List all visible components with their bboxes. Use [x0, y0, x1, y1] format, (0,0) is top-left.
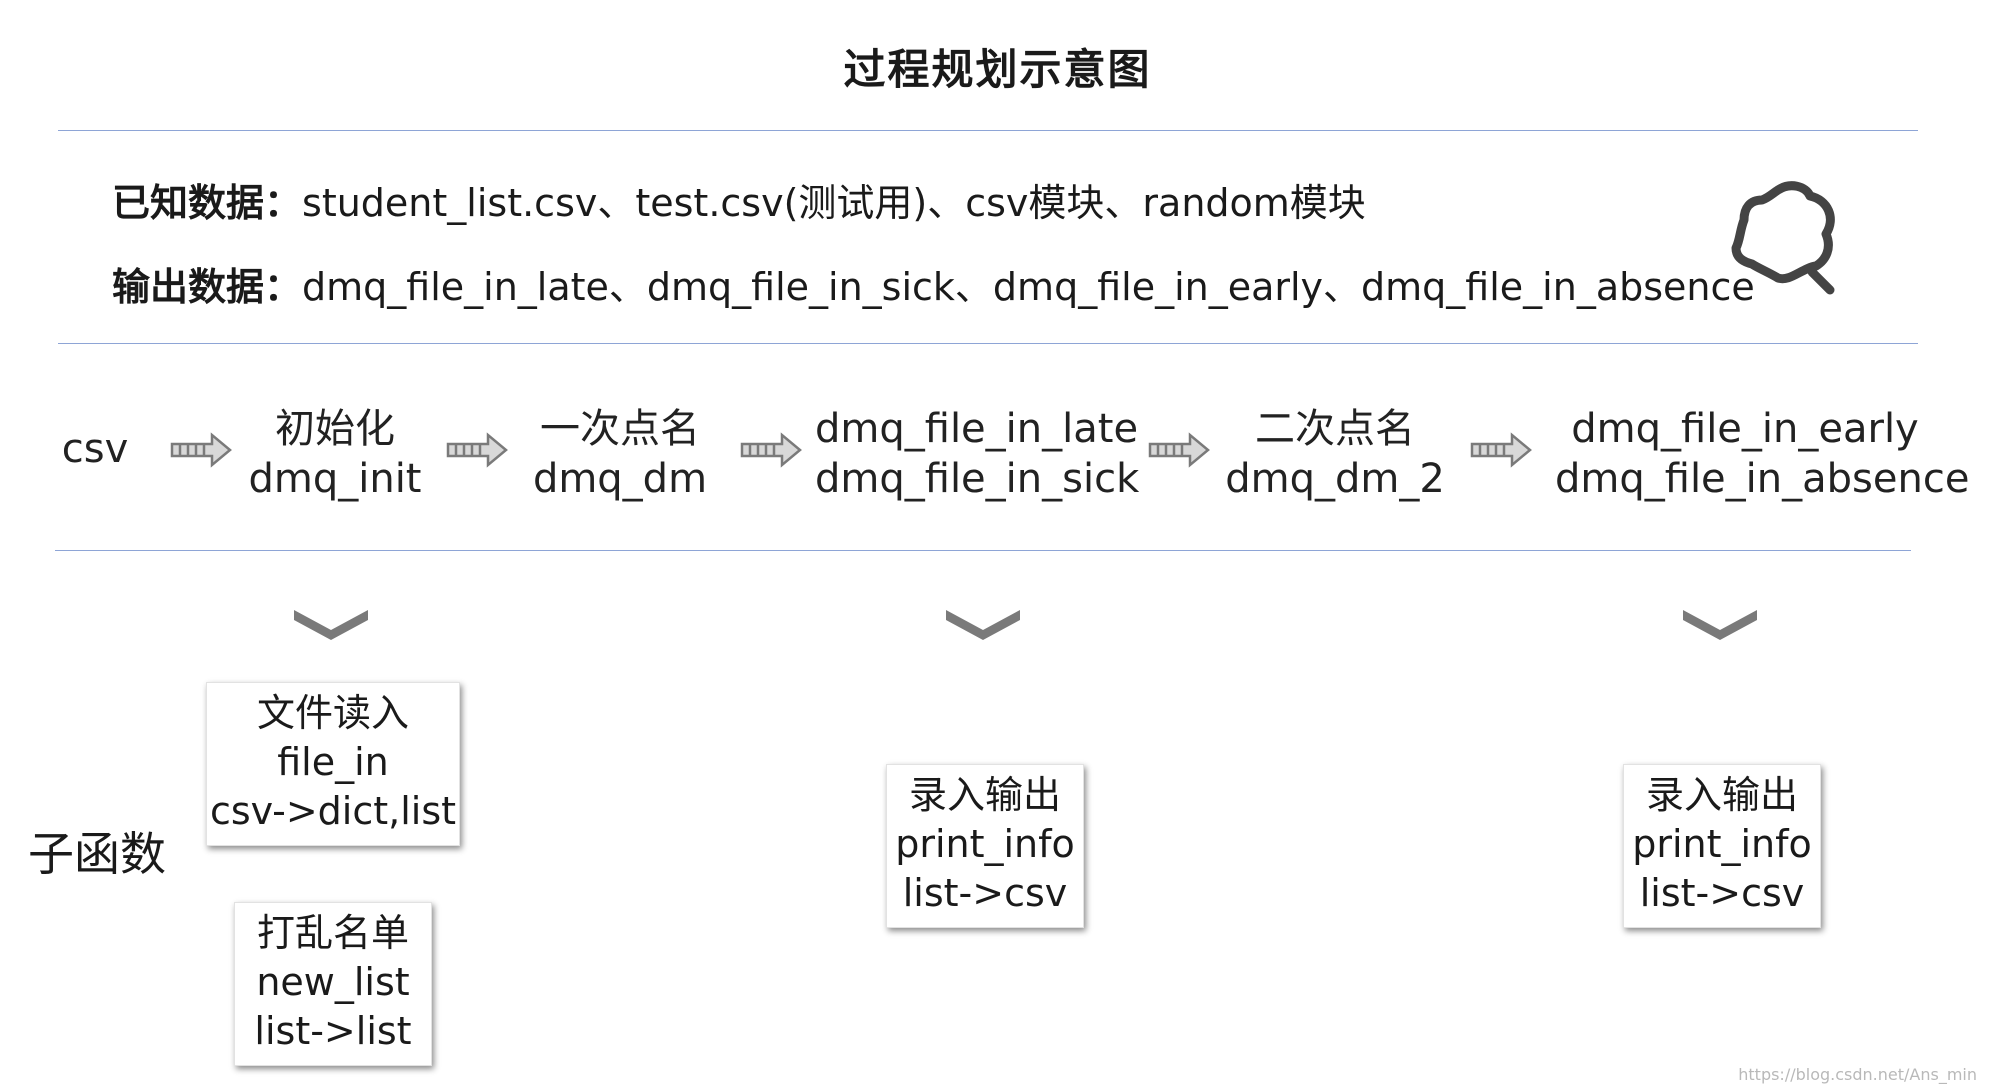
star-search-icon	[1731, 181, 1835, 295]
striped-arrow-icon	[740, 432, 802, 468]
subfunction-box-new-list: 打乱名单 new_list list->list	[234, 902, 432, 1066]
box-title: 录入输出	[908, 773, 1061, 817]
known-data-label: 已知数据：	[112, 181, 303, 225]
output-data-label: 输出数据：	[112, 265, 303, 309]
subfunctions-label: 子函数	[28, 827, 166, 881]
flow-step-late-sick: dmq_file_in_late dmq_file_in_sick	[815, 404, 1140, 504]
flow-step-func: dmq_init	[248, 456, 422, 502]
page-title: 过程规划示意图	[843, 45, 1152, 94]
flow-step-dm: 一次点名 dmq_dm	[520, 404, 720, 504]
striped-arrow-icon	[1470, 432, 1532, 468]
flow-step-dm2: 二次点名 dmq_dm_2	[1225, 404, 1445, 504]
flow-step-output: dmq_file_in_absence	[1555, 456, 1970, 502]
divider-bottom	[55, 550, 1911, 551]
known-data-text: student_list.csv、test.csv(测试用)、csv模块、ran…	[302, 181, 1366, 225]
striped-arrow-icon	[1148, 432, 1210, 468]
flow-step-func: dmq_dm	[532, 456, 708, 502]
divider-top	[58, 130, 1918, 131]
chevron-down-icon	[294, 610, 368, 640]
flow-start: csv	[61, 426, 129, 472]
flow-step-early-absence: dmq_file_in_early dmq_file_in_absence	[1555, 404, 1970, 504]
box-title: 文件读入	[256, 691, 409, 735]
box-title: 打乱名单	[256, 911, 409, 955]
flow-step-output: dmq_file_in_early	[1571, 406, 1919, 452]
flow-step-label: 初始化	[275, 406, 395, 452]
flow-step-output: dmq_file_in_sick	[815, 456, 1140, 502]
box-signature: list->csv	[902, 871, 1068, 915]
flow-step-init: 初始化 dmq_init	[230, 404, 440, 504]
box-func: new_list	[256, 960, 410, 1004]
box-func: print_info	[895, 822, 1075, 866]
box-func: print_info	[1632, 822, 1812, 866]
output-data-text: dmq_file_in_late、dmq_file_in_sick、dmq_fi…	[302, 265, 1755, 309]
known-data: 已知数据：student_list.csv、test.csv(测试用)、csv模…	[112, 172, 1366, 227]
flow-step-label: 二次点名	[1255, 406, 1415, 452]
striped-arrow-icon	[170, 432, 232, 468]
divider-middle	[58, 343, 1918, 344]
subfunction-box-print-info-2: 录入输出 print_info list->csv	[1623, 764, 1821, 928]
box-signature: list->list	[254, 1009, 412, 1053]
subfunction-box-print-info: 录入输出 print_info list->csv	[886, 764, 1084, 928]
chevron-down-icon	[1683, 610, 1757, 640]
box-title: 录入输出	[1645, 773, 1798, 817]
box-signature: list->csv	[1639, 871, 1805, 915]
output-data: 输出数据：dmq_file_in_late、dmq_file_in_sick、d…	[112, 256, 1755, 311]
striped-arrow-icon	[446, 432, 508, 468]
flow-step-label: 一次点名	[540, 406, 700, 452]
watermark: https://blog.csdn.net/Ans_min	[1738, 1065, 1977, 1084]
flow-step-output: dmq_file_in_late	[815, 406, 1139, 452]
box-signature: csv->dict,list	[209, 789, 457, 833]
flow-step-func: dmq_dm_2	[1225, 456, 1445, 502]
chevron-down-icon	[946, 610, 1020, 640]
subfunction-box-file-in: 文件读入 file_in csv->dict,list	[206, 682, 460, 846]
box-func: file_in	[277, 740, 389, 784]
